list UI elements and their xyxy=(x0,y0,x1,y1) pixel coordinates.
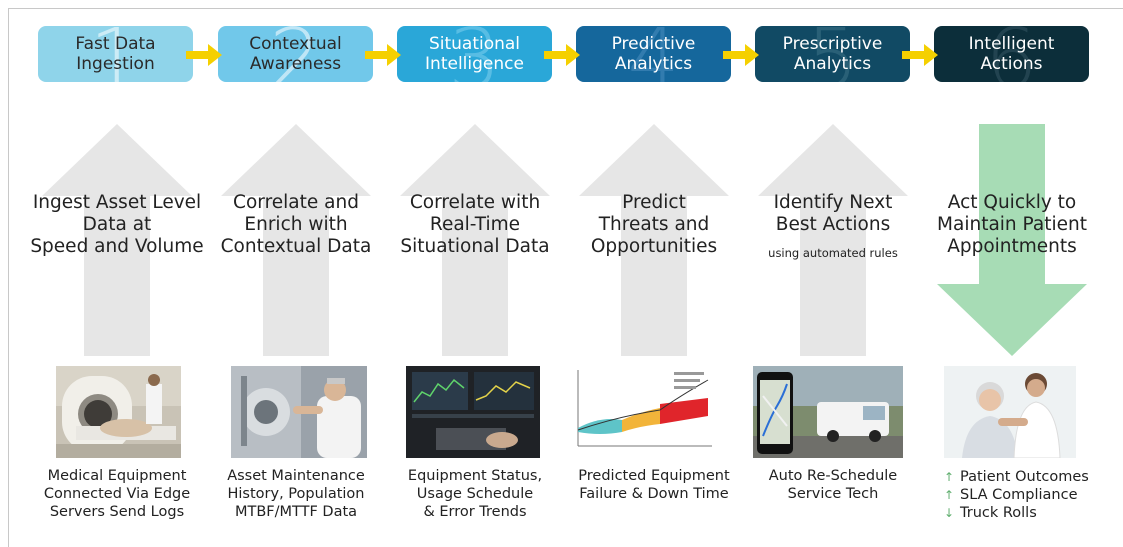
outcome-text: SLA Compliance xyxy=(960,487,1078,503)
ct-scanner-image xyxy=(56,366,181,458)
up-arrow-icon xyxy=(42,124,192,356)
outcome-item: ↑ Patient Outcomes xyxy=(944,468,1114,486)
engineer-machine-image xyxy=(231,366,367,458)
outcome-text: Patient Outcomes xyxy=(960,469,1089,485)
outcome-text: Truck Rolls xyxy=(960,505,1037,521)
stage-number: 1 xyxy=(89,26,142,82)
stage-subnote: using automated rules xyxy=(768,246,898,260)
outcome-item: ↑ SLA Compliance xyxy=(944,486,1114,504)
up-arrow-icon xyxy=(758,124,908,356)
up-arrow-icon xyxy=(400,124,550,356)
arrow-down-icon: ↓ xyxy=(944,506,955,520)
outcomes-list: ↑ Patient Outcomes ↑ SLA Compliance ↓ Tr… xyxy=(944,468,1114,522)
up-arrow-icon xyxy=(221,124,371,356)
up-arrow-icon xyxy=(579,124,729,356)
diagram-frame xyxy=(8,8,1123,547)
outcome-item: ↓ Truck Rolls xyxy=(944,504,1114,522)
equipment-caption: Equipment Status,Usage Schedule& Error T… xyxy=(407,468,543,520)
stage-number: 6 xyxy=(985,26,1038,82)
down-arrow-icon xyxy=(937,124,1087,356)
connector-arrow-icon xyxy=(723,44,759,66)
phone-map-van-image xyxy=(753,366,903,458)
connector-arrow-icon xyxy=(544,44,580,66)
connector-arrow-icon xyxy=(186,44,222,66)
stage-number: 4 xyxy=(627,26,680,82)
connector-arrow-icon xyxy=(902,44,938,66)
failure-prediction-graph-image xyxy=(570,366,716,458)
stage-number: 5 xyxy=(806,26,859,82)
stage-number: 2 xyxy=(269,26,322,82)
arrow-up-icon: ↑ xyxy=(944,470,955,484)
patient-nurse-image xyxy=(944,366,1076,458)
stage-number: 3 xyxy=(448,26,501,82)
connector-arrow-icon xyxy=(365,44,401,66)
arrow-up-icon: ↑ xyxy=(944,488,955,502)
control-room-image xyxy=(406,366,540,458)
